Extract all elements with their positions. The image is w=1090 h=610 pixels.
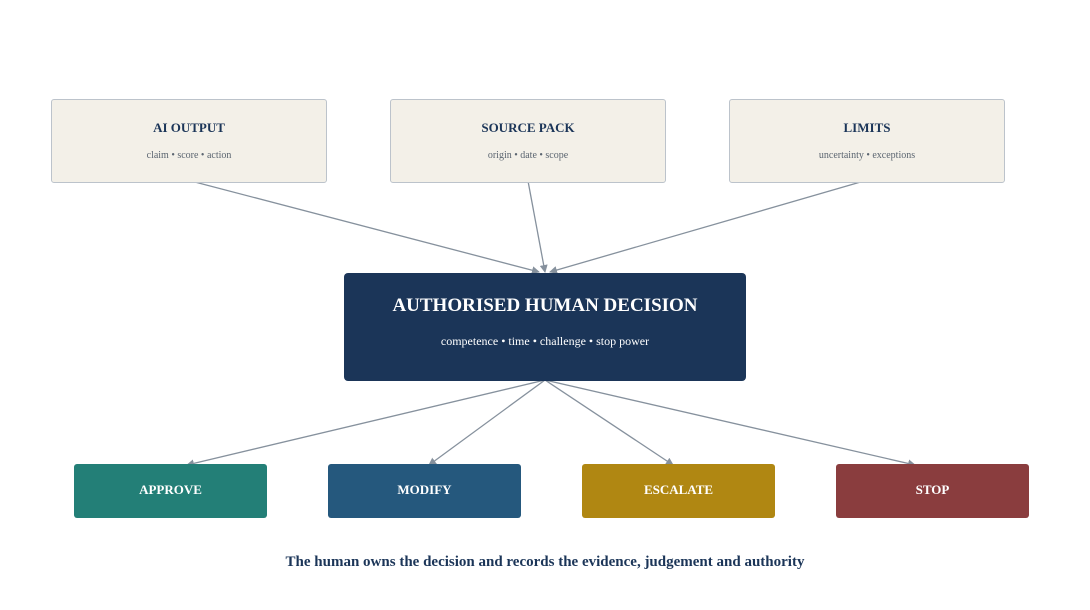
input-limits: LIMITS uncertainty • exceptions [729,99,1005,183]
input-source-pack: SOURCE PACK origin • date • scope [390,99,666,183]
connector-ai-output-to-decision [190,180,540,275]
diagram-caption: The human owns the decision and records … [285,554,805,570]
input-title: SOURCE PACK [481,120,575,135]
decision-box: AUTHORISED HUMAN DECISION competence • t… [344,273,746,381]
outcome-escalate: ESCALATE [582,464,775,518]
connector-decision-to-modify [428,379,546,466]
connector-source-pack-to-decision [527,180,548,273]
decision-title: AUTHORISED HUMAN DECISION [392,295,698,316]
outcome-label: APPROVE [139,482,202,497]
input-subtitle: origin • date • scope [487,150,569,161]
input-subtitle: claim • score • action [146,150,232,161]
connector-limits-to-decision [549,180,865,274]
connector-decision-to-approve [186,379,546,468]
outcome-modify: MODIFY [328,464,521,518]
outcome-label: ESCALATE [643,482,714,497]
connector-decision-to-escalate [544,379,674,466]
outcome-approve: APPROVE [74,464,267,518]
outcome-label: MODIFY [397,482,452,497]
outcome-label: STOP [915,482,950,497]
input-title: LIMITS [843,120,891,135]
input-subtitle: uncertainty • exceptions [818,150,916,161]
outcome-stop: STOP [836,464,1029,518]
input-title: AI OUTPUT [153,120,225,135]
decision-subtitle: competence • time • challenge • stop pow… [440,334,650,348]
input-ai-output: AI OUTPUT claim • score • action [51,99,327,183]
connector-decision-to-stop [544,379,916,468]
